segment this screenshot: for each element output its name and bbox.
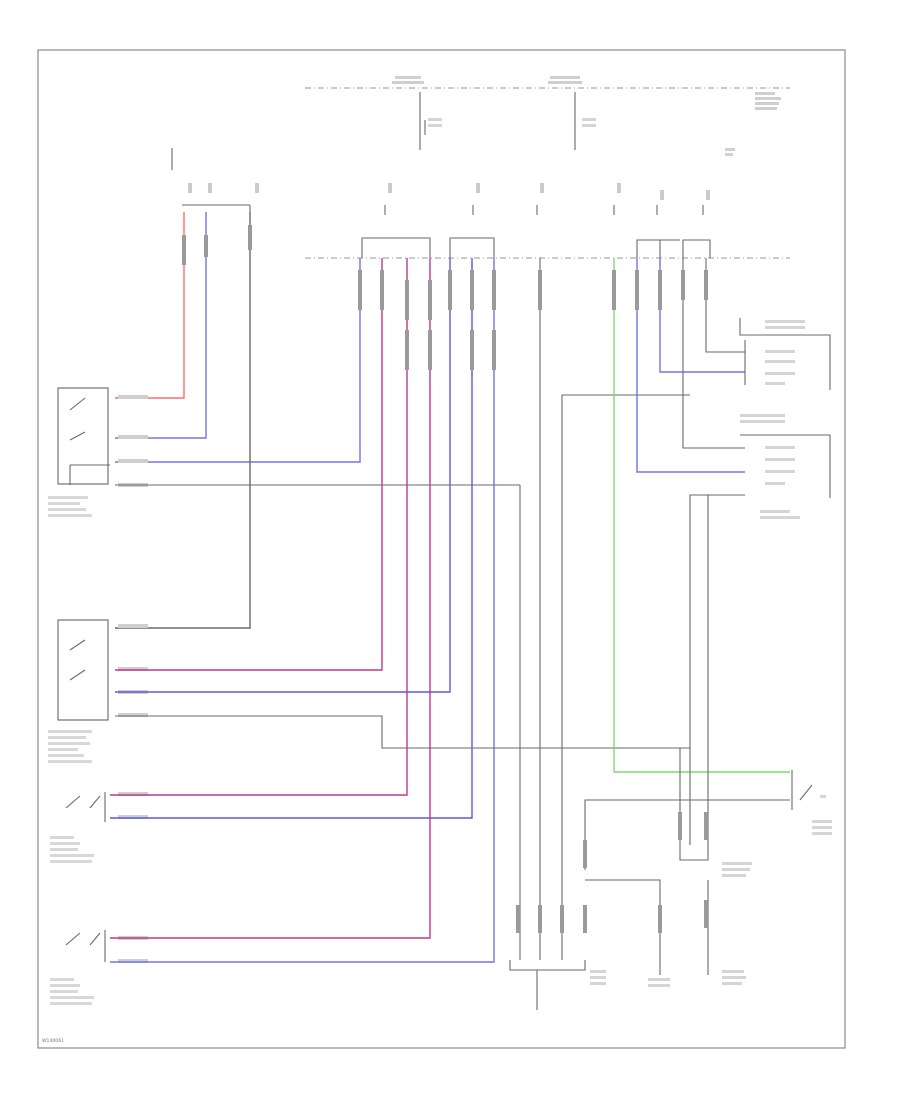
wire-blue-6 bbox=[659, 258, 745, 373]
footer-code: W140061 bbox=[42, 1038, 64, 1044]
connector-ticks bbox=[182, 225, 708, 933]
wire-black-r3 bbox=[689, 494, 745, 845]
right-door-switch bbox=[791, 770, 832, 835]
wire-black-mid bbox=[561, 394, 690, 960]
wire-magenta-3 bbox=[110, 258, 431, 939]
wire-blue-4 bbox=[110, 258, 473, 819]
wire-red bbox=[115, 212, 185, 399]
right-module-top bbox=[739, 318, 831, 390]
wire-green bbox=[613, 258, 790, 773]
wire-black-r2 bbox=[705, 258, 745, 353]
passenger-door-switch bbox=[48, 619, 148, 763]
diagram-border bbox=[37, 49, 846, 1049]
fuse-drops bbox=[419, 92, 596, 150]
center-top-pins bbox=[384, 183, 710, 215]
wire-magenta-1 bbox=[115, 258, 383, 671]
wire-black-left bbox=[115, 212, 251, 629]
wire-blue-7 bbox=[636, 258, 745, 473]
wire-blue-5 bbox=[110, 258, 495, 963]
driver-door-switch bbox=[48, 387, 148, 517]
right-module-mid bbox=[740, 414, 831, 519]
wire-magenta-2 bbox=[110, 258, 408, 796]
wire-blue-2 bbox=[115, 258, 361, 463]
harness-brackets bbox=[361, 237, 711, 258]
wire-grey-pass bbox=[115, 715, 690, 749]
wire-blue-1 bbox=[115, 212, 207, 439]
left-top-connector bbox=[171, 148, 259, 212]
left-rear-door-switch bbox=[50, 792, 148, 863]
top-fuse-labels bbox=[392, 76, 781, 156]
right-rear-door-switch bbox=[50, 930, 148, 1005]
ground-section bbox=[509, 845, 752, 1010]
wire-black-r1 bbox=[682, 258, 745, 449]
wire-blue-3 bbox=[115, 258, 451, 693]
